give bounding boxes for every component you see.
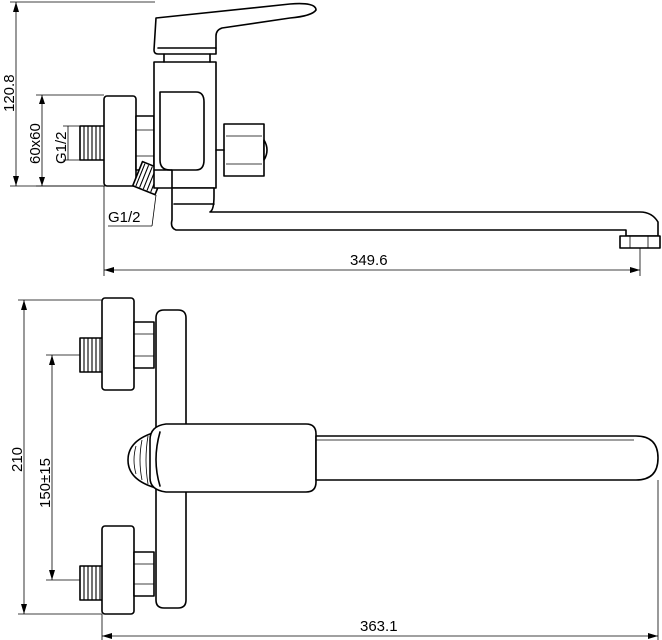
dim-flange: 60x60 — [27, 94, 104, 187]
dim-height-front: 210 — [9, 299, 102, 615]
dim-thread-inlet: G1/2 — [53, 125, 80, 164]
mixer-housing-front — [149, 423, 317, 493]
dim-spout-side-label: 349.6 — [350, 252, 388, 269]
spout-front — [315, 435, 659, 481]
lower-inlet-front — [79, 525, 155, 615]
dim-spout-front-label: 363.1 — [360, 618, 398, 635]
diverter-knob-front — [127, 431, 157, 489]
dim-spout-side: 349.6 — [103, 186, 641, 276]
upper-inlet-front — [79, 297, 155, 391]
dim-height-front-label: 210 — [9, 447, 26, 472]
dim-spout-front: 363.1 — [101, 480, 659, 640]
inlet-pipe-side — [79, 125, 107, 161]
shower-outlet-side — [215, 123, 268, 177]
side-view: 120.8 60x60 G1/2 — [1, 1, 661, 276]
dim-center-distance: 150±15 — [37, 354, 80, 581]
dim-center-distance-label: 150±15 — [37, 458, 54, 508]
aerator-side — [619, 235, 661, 249]
handle-side — [153, 2, 317, 55]
spout-side — [170, 187, 659, 237]
dim-height-side: 120.8 — [1, 1, 155, 187]
dim-flange-label: 60x60 — [27, 123, 44, 164]
dim-thread-outlet: G1/2 — [108, 194, 157, 227]
dim-thread-outlet-label: G1/2 — [108, 209, 141, 226]
dim-height-side-label: 120.8 — [1, 74, 18, 112]
cartridge-window-side — [159, 91, 205, 171]
front-view: 210 150±15 — [9, 297, 659, 640]
dim-thread-inlet-label: G1/2 — [53, 131, 70, 164]
wall-flange-side — [103, 95, 137, 187]
